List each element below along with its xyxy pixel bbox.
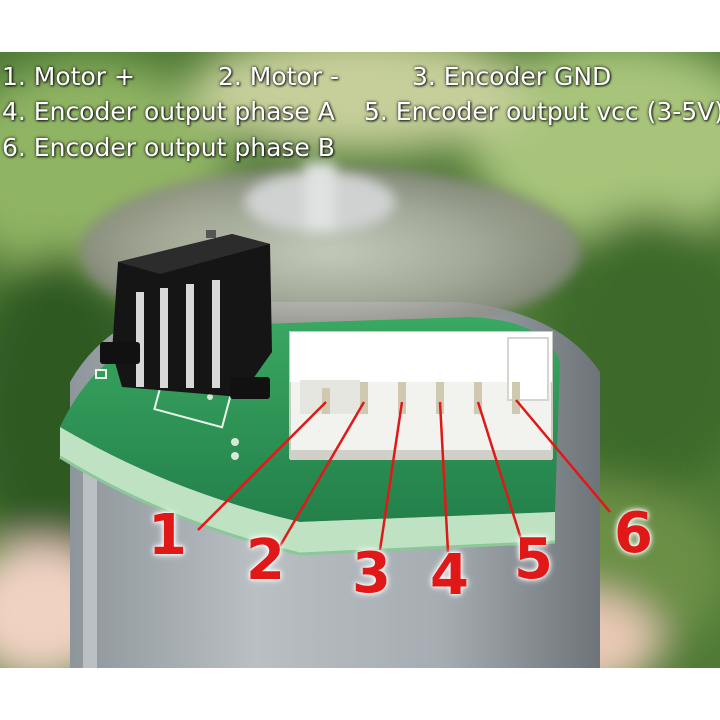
pcb-edge <box>60 427 555 554</box>
legend-pin-2: 2. Motor - <box>218 62 340 91</box>
callout-number-6: 6 <box>614 501 653 566</box>
callout-number-4: 4 <box>430 543 469 608</box>
jst-connector <box>289 331 553 460</box>
callout-number-2: 2 <box>246 528 285 593</box>
callout-number-1: 1 <box>148 503 187 568</box>
callout-number-5: 5 <box>514 527 553 592</box>
legend-pin-3: 3. Encoder GND <box>412 62 612 91</box>
optical-sensor <box>100 230 272 399</box>
legend-pin-1: 1. Motor + <box>2 62 135 91</box>
legend-pin-5: 5. Encoder output vcc (3-5V) <box>364 97 720 126</box>
legend-pin-6: 6. Encoder output phase B <box>2 133 335 162</box>
legend-pin-4: 4. Encoder output phase A <box>2 97 335 126</box>
callout-leader-lines <box>197 399 611 553</box>
callout-number-3: 3 <box>352 541 391 606</box>
encoder-motor-photo <box>0 52 720 668</box>
